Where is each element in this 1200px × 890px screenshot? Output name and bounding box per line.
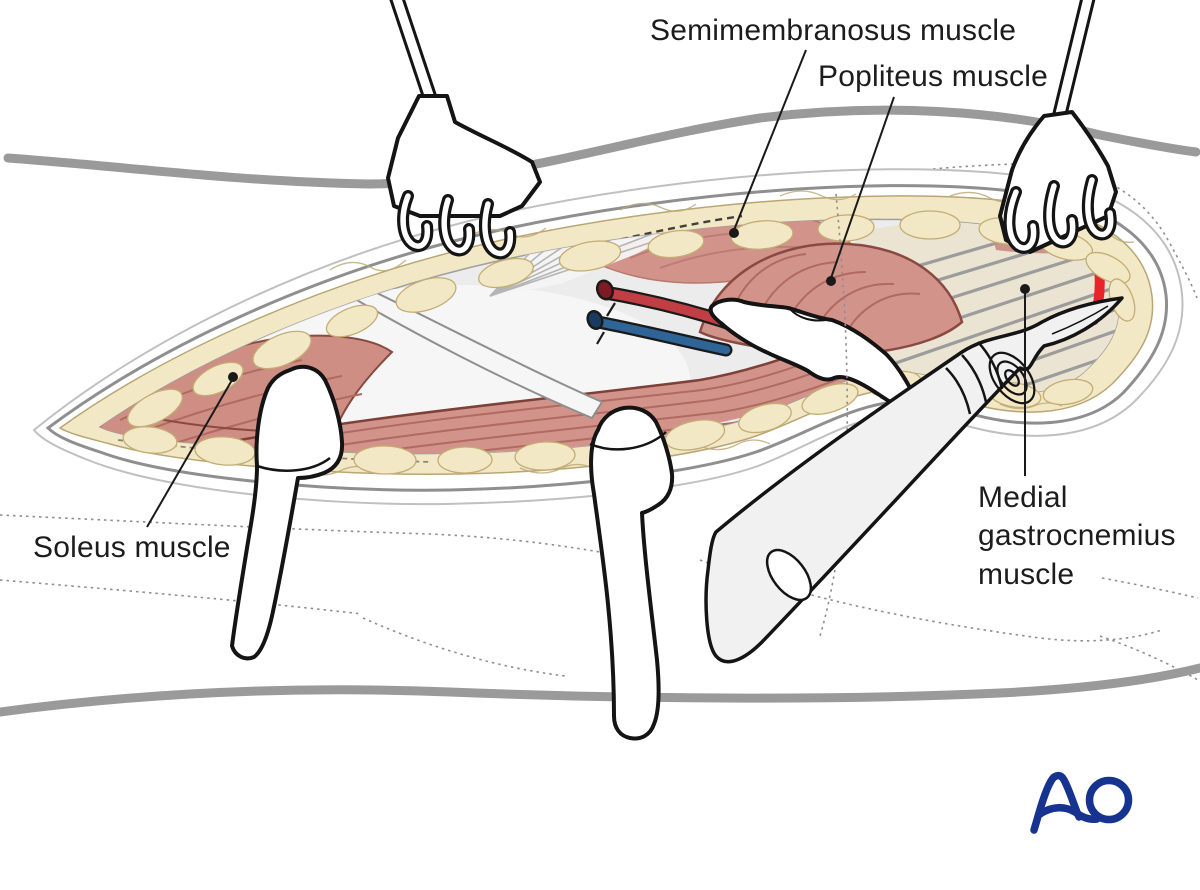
leader-popliteus — [830, 96, 895, 279]
scalpel — [704, 296, 1124, 664]
artery-cut-end — [595, 279, 615, 301]
scalpel-handle — [704, 296, 1124, 664]
label-semimembranosus: Semimembranosus muscle — [650, 14, 1017, 47]
fascial-band — [330, 279, 604, 420]
scalpel-blade-edge — [1051, 305, 1109, 335]
langenbeck-retractor-bottom-center — [589, 405, 675, 741]
leader-dot-semimembranosus — [729, 228, 739, 238]
ao-logo — [1030, 771, 1133, 834]
fat-lobules — [122, 210, 1136, 475]
leader-semimembranosus — [733, 49, 807, 231]
scalpel-hole — [765, 548, 813, 602]
leader-dot-popliteus — [826, 276, 836, 286]
skin-contour-top — [3, 105, 1200, 189]
leader-soleus — [146, 379, 233, 528]
leader-dot-soleus — [228, 372, 238, 382]
skin-contour-bottom — [0, 663, 1200, 717]
label-medial-gastrocnemius: Medial gastrocnemius muscle — [978, 481, 1176, 591]
leader-dot-medial-gastrocnemius — [1020, 284, 1030, 294]
label-soleus: Soleus muscle — [33, 531, 231, 564]
label-popliteus: Popliteus muscle — [818, 60, 1048, 93]
dotted-contours — [0, 163, 1199, 681]
rake-retractor-top-left — [386, 0, 542, 260]
vein-cut-end — [586, 310, 604, 330]
langenbeck-retractor-bottom-left — [230, 364, 345, 661]
leader-lines — [146, 49, 1030, 528]
ao-logo-o — [1085, 776, 1133, 824]
ao-logo-a-stroke — [1030, 771, 1083, 834]
scalpel-grip-lines — [945, 341, 1004, 415]
ao-logo-crossbar-swoosh — [1036, 804, 1101, 823]
rake-retractor-top-right — [998, 0, 1118, 254]
